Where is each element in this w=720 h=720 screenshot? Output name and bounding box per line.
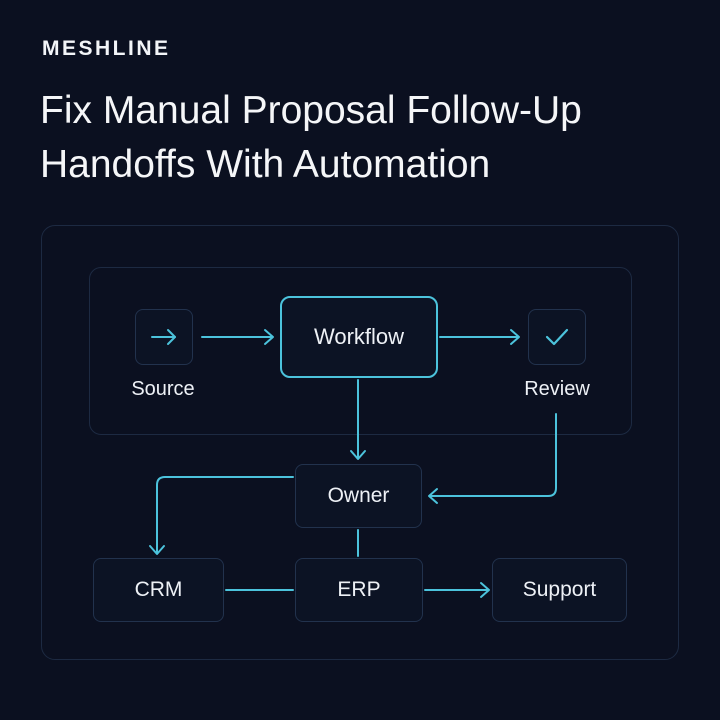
- crm-node: CRM: [93, 558, 224, 622]
- owner-node: Owner: [295, 464, 422, 528]
- support-node: Support: [492, 558, 627, 622]
- erp-node: ERP: [295, 558, 423, 622]
- arrowhead-owner-right: [428, 488, 438, 504]
- review-label: Review: [524, 378, 590, 400]
- arrow-right-icon: [151, 329, 176, 345]
- arrowhead-workflow: [264, 329, 274, 345]
- source-node: [135, 309, 193, 365]
- headline: Fix Manual Proposal Follow-Up Handoffs W…: [40, 84, 700, 192]
- headline-line-1: Fix Manual Proposal Follow-Up: [40, 89, 582, 132]
- diagram-outer-frame: [41, 225, 679, 660]
- source-label: Source: [131, 378, 195, 400]
- workflow-node: Workflow: [280, 296, 438, 378]
- arrowhead-crm: [149, 545, 165, 555]
- diagram-inner-frame: [89, 267, 632, 435]
- brand-logo: MESHLINE: [42, 37, 171, 60]
- arrowhead-owner-top: [350, 450, 366, 460]
- arrowhead-review: [510, 329, 520, 345]
- review-node: [528, 309, 586, 365]
- connector-owner-to-crm: [156, 476, 294, 554]
- arrowhead-support: [480, 582, 490, 598]
- headline-line-2: Handoffs With Automation: [40, 143, 491, 186]
- connector-review-to-owner: [429, 413, 557, 497]
- checkmark-icon: [545, 328, 569, 346]
